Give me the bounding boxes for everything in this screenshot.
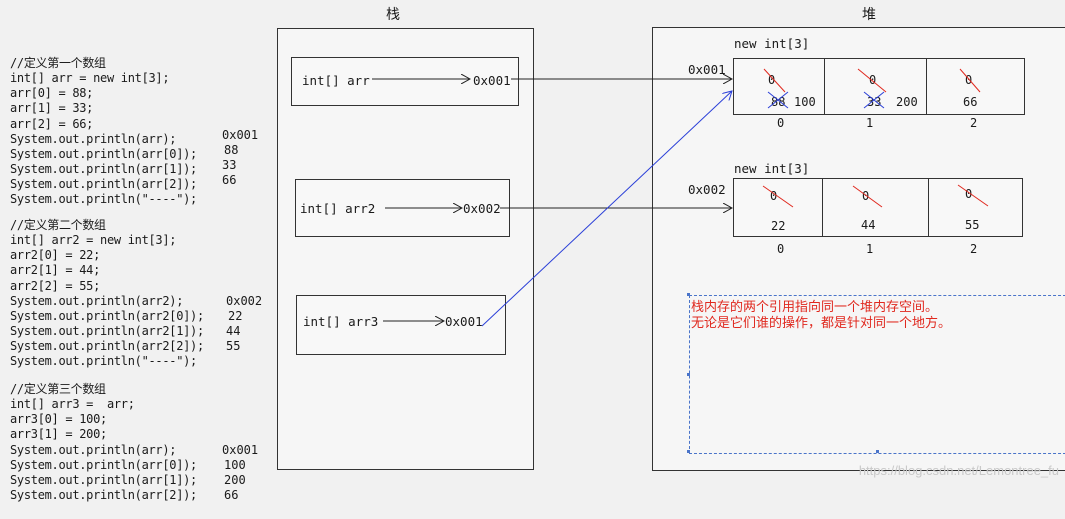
code-line: System.out.println(arr[2]);	[10, 487, 197, 502]
value: 44	[861, 218, 876, 232]
code-line: //定义第二个数组	[10, 218, 106, 233]
value: 22	[771, 219, 786, 233]
code-line: System.out.println(arr[0]);	[10, 146, 197, 161]
stack-frame-arr	[291, 57, 519, 106]
cell-divider	[928, 178, 929, 236]
strike-mark	[762, 185, 794, 208]
note-line-1: 栈内存的两个引用指向同一个堆内存空间。	[691, 299, 939, 314]
output-line: 100	[224, 458, 246, 473]
old-value: 0	[965, 187, 973, 201]
note-handles	[687, 293, 879, 453]
heap-array1-address: 0x001	[688, 62, 726, 77]
code-line: arr[1] = 33;	[10, 101, 94, 116]
old-value: 0	[770, 189, 778, 203]
old-value: 0	[768, 73, 776, 87]
strike-mark	[857, 68, 887, 93]
old-value: 0	[869, 73, 877, 87]
cell-divider	[926, 58, 927, 114]
stack-frame-arr3	[296, 295, 506, 355]
index: 0	[777, 116, 785, 130]
code-line: System.out.println(arr2);	[10, 293, 184, 308]
strike-mark	[957, 184, 989, 207]
output-line: 33	[222, 158, 237, 173]
strike-mark	[763, 68, 786, 93]
code-line: System.out.println(arr[2]);	[10, 176, 197, 191]
code-line: System.out.println("----");	[10, 192, 197, 207]
output-line: 0x002	[226, 294, 263, 309]
code-line: arr3[0] = 100;	[10, 412, 107, 427]
code-line: arr2[2] = 55;	[10, 278, 101, 293]
code-line: System.out.println(arr2[2]);	[10, 338, 204, 353]
code-line: int[] arr = new int[3];	[10, 71, 170, 86]
output-line: 55	[226, 339, 241, 354]
note-line-2: 无论是它们谁的操作，都是针对同一个地方。	[691, 315, 952, 330]
code-line: arr[0] = 88;	[10, 86, 94, 101]
code-line: System.out.println(arr);	[10, 442, 177, 457]
cell-divider	[824, 58, 825, 114]
stack-var-arr3: int[] arr3	[303, 314, 379, 329]
heap-array1-label: new int[3]	[734, 36, 810, 51]
stack-var-arr2: int[] arr2	[300, 201, 376, 216]
output-line: 44	[226, 324, 241, 339]
new-value: 100	[794, 95, 816, 109]
heap-title: 堆	[862, 6, 876, 22]
cross-mark	[767, 91, 789, 109]
heap-array2	[733, 178, 1023, 237]
code-line: System.out.println(arr[0]);	[10, 457, 197, 472]
stack-var-arr: int[] arr	[302, 73, 370, 88]
code-line: int[] arr3 = arr;	[10, 397, 135, 412]
old-value: 0	[862, 189, 870, 203]
cross-mark	[863, 91, 885, 109]
pointer-arrow-arr3	[481, 91, 732, 327]
strike-marks	[762, 68, 989, 208]
code-line: //定义第三个数组	[10, 382, 106, 397]
index: 2	[970, 116, 978, 130]
code-line: //定义第一个数组	[10, 56, 106, 71]
cell-divider	[822, 178, 823, 236]
output-line: 0x001	[222, 128, 259, 143]
strike-mark	[959, 68, 981, 93]
old-value: 0	[965, 73, 973, 87]
value: 66	[963, 95, 978, 109]
code-line: System.out.println(arr2[0]);	[10, 308, 204, 323]
index: 1	[866, 116, 874, 130]
stack-addr-arr3: 0x001	[445, 314, 483, 329]
code-line: System.out.println(arr);	[10, 131, 177, 146]
diagram-overlay	[372, 68, 989, 453]
cross-marks	[767, 91, 885, 109]
heap-array2-label: new int[3]	[734, 161, 810, 176]
output-line: 66	[224, 488, 239, 503]
new-value: 200	[896, 95, 918, 109]
index: 1	[866, 242, 874, 256]
code-line: arr3[1] = 200;	[10, 427, 107, 442]
heap-array2-address: 0x002	[688, 182, 726, 197]
output-line: 22	[228, 309, 243, 324]
output-line: 0x001	[222, 443, 259, 458]
stack-title: 栈	[386, 6, 400, 22]
output-line: 88	[224, 143, 239, 158]
strike-mark	[852, 185, 883, 208]
index: 2	[970, 242, 978, 256]
code-line: arr2[1] = 44;	[10, 263, 101, 278]
code-line: System.out.println("----");	[10, 354, 197, 369]
code-line: arr2[0] = 22;	[10, 248, 101, 263]
index: 0	[777, 242, 785, 256]
code-line: System.out.println(arr[1]);	[10, 161, 197, 176]
code-line: arr[2] = 66;	[10, 116, 94, 131]
value: 55	[965, 218, 980, 232]
value: 88	[771, 95, 786, 109]
output-line: 66	[222, 173, 237, 188]
code-line: System.out.println(arr2[1]);	[10, 323, 204, 338]
stack-addr-arr2: 0x002	[463, 201, 501, 216]
code-line: int[] arr2 = new int[3];	[10, 233, 177, 248]
watermark: https://blog.csdn.net/Lemontree_fu	[858, 463, 1059, 478]
value: 33	[867, 95, 882, 109]
stack-addr-arr: 0x001	[473, 73, 511, 88]
